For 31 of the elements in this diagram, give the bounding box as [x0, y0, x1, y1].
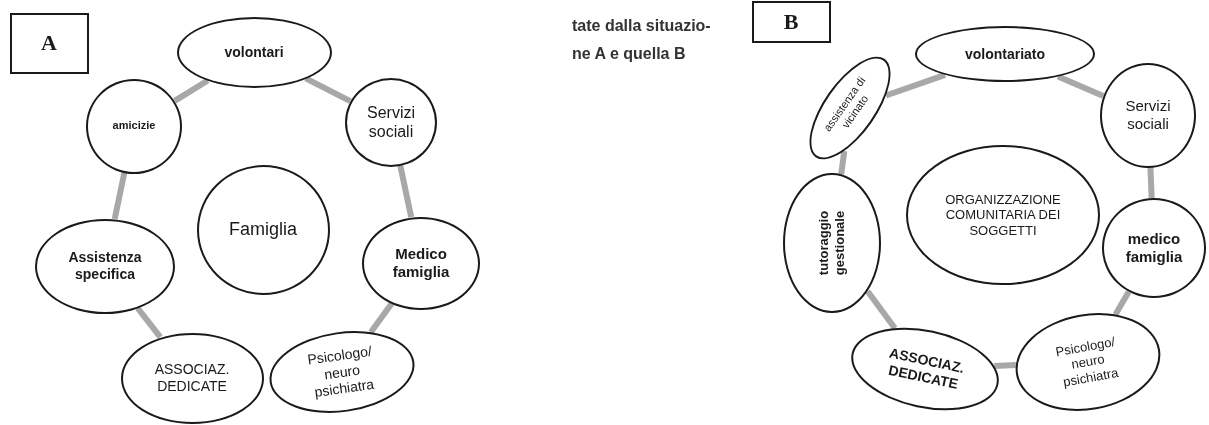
connector-band [304, 75, 352, 104]
node-label: Servizi sociali [1124, 97, 1172, 133]
connector-band [111, 171, 128, 220]
node-label: amicizie [111, 119, 157, 133]
node-label: volontari [223, 43, 285, 61]
node-label: Assistenza specifica [67, 249, 143, 283]
connector-band [1112, 290, 1132, 316]
node-label: medico famiglia [1124, 230, 1184, 266]
node-label: B [782, 8, 800, 36]
node-label: Medico famiglia [391, 245, 451, 281]
connector-band [865, 289, 898, 330]
connector-band [885, 72, 947, 99]
connector-band [994, 362, 1017, 369]
node-label: A [40, 29, 58, 57]
node-label: ORGANIZZAZIONE COMUNITARIA DEI SOGGETTI [944, 191, 1062, 239]
connector-band [397, 164, 415, 218]
node-label: Psicologo/ neuro psichiatra [1053, 332, 1121, 392]
connector-band [135, 306, 163, 340]
node-label: volontariato [963, 45, 1047, 63]
note-text: tate dalla situazio- ne A e quella B [572, 16, 712, 64]
node-label: Psicologo/ neuro psichiatra [305, 341, 377, 403]
connector-band [1147, 167, 1155, 199]
node-label: Servizi sociali [366, 102, 416, 142]
node-label: tutoraggio gestionale [816, 209, 848, 278]
node-label: ASSOCIAZ. DEDICATE [153, 361, 231, 395]
connector-band [173, 77, 210, 104]
connector-band [838, 150, 848, 175]
node-label: Famiglia [228, 219, 298, 241]
panel-letter-box [751, 1, 831, 43]
connector-band [1056, 73, 1105, 99]
panel-letter-box [9, 12, 89, 74]
